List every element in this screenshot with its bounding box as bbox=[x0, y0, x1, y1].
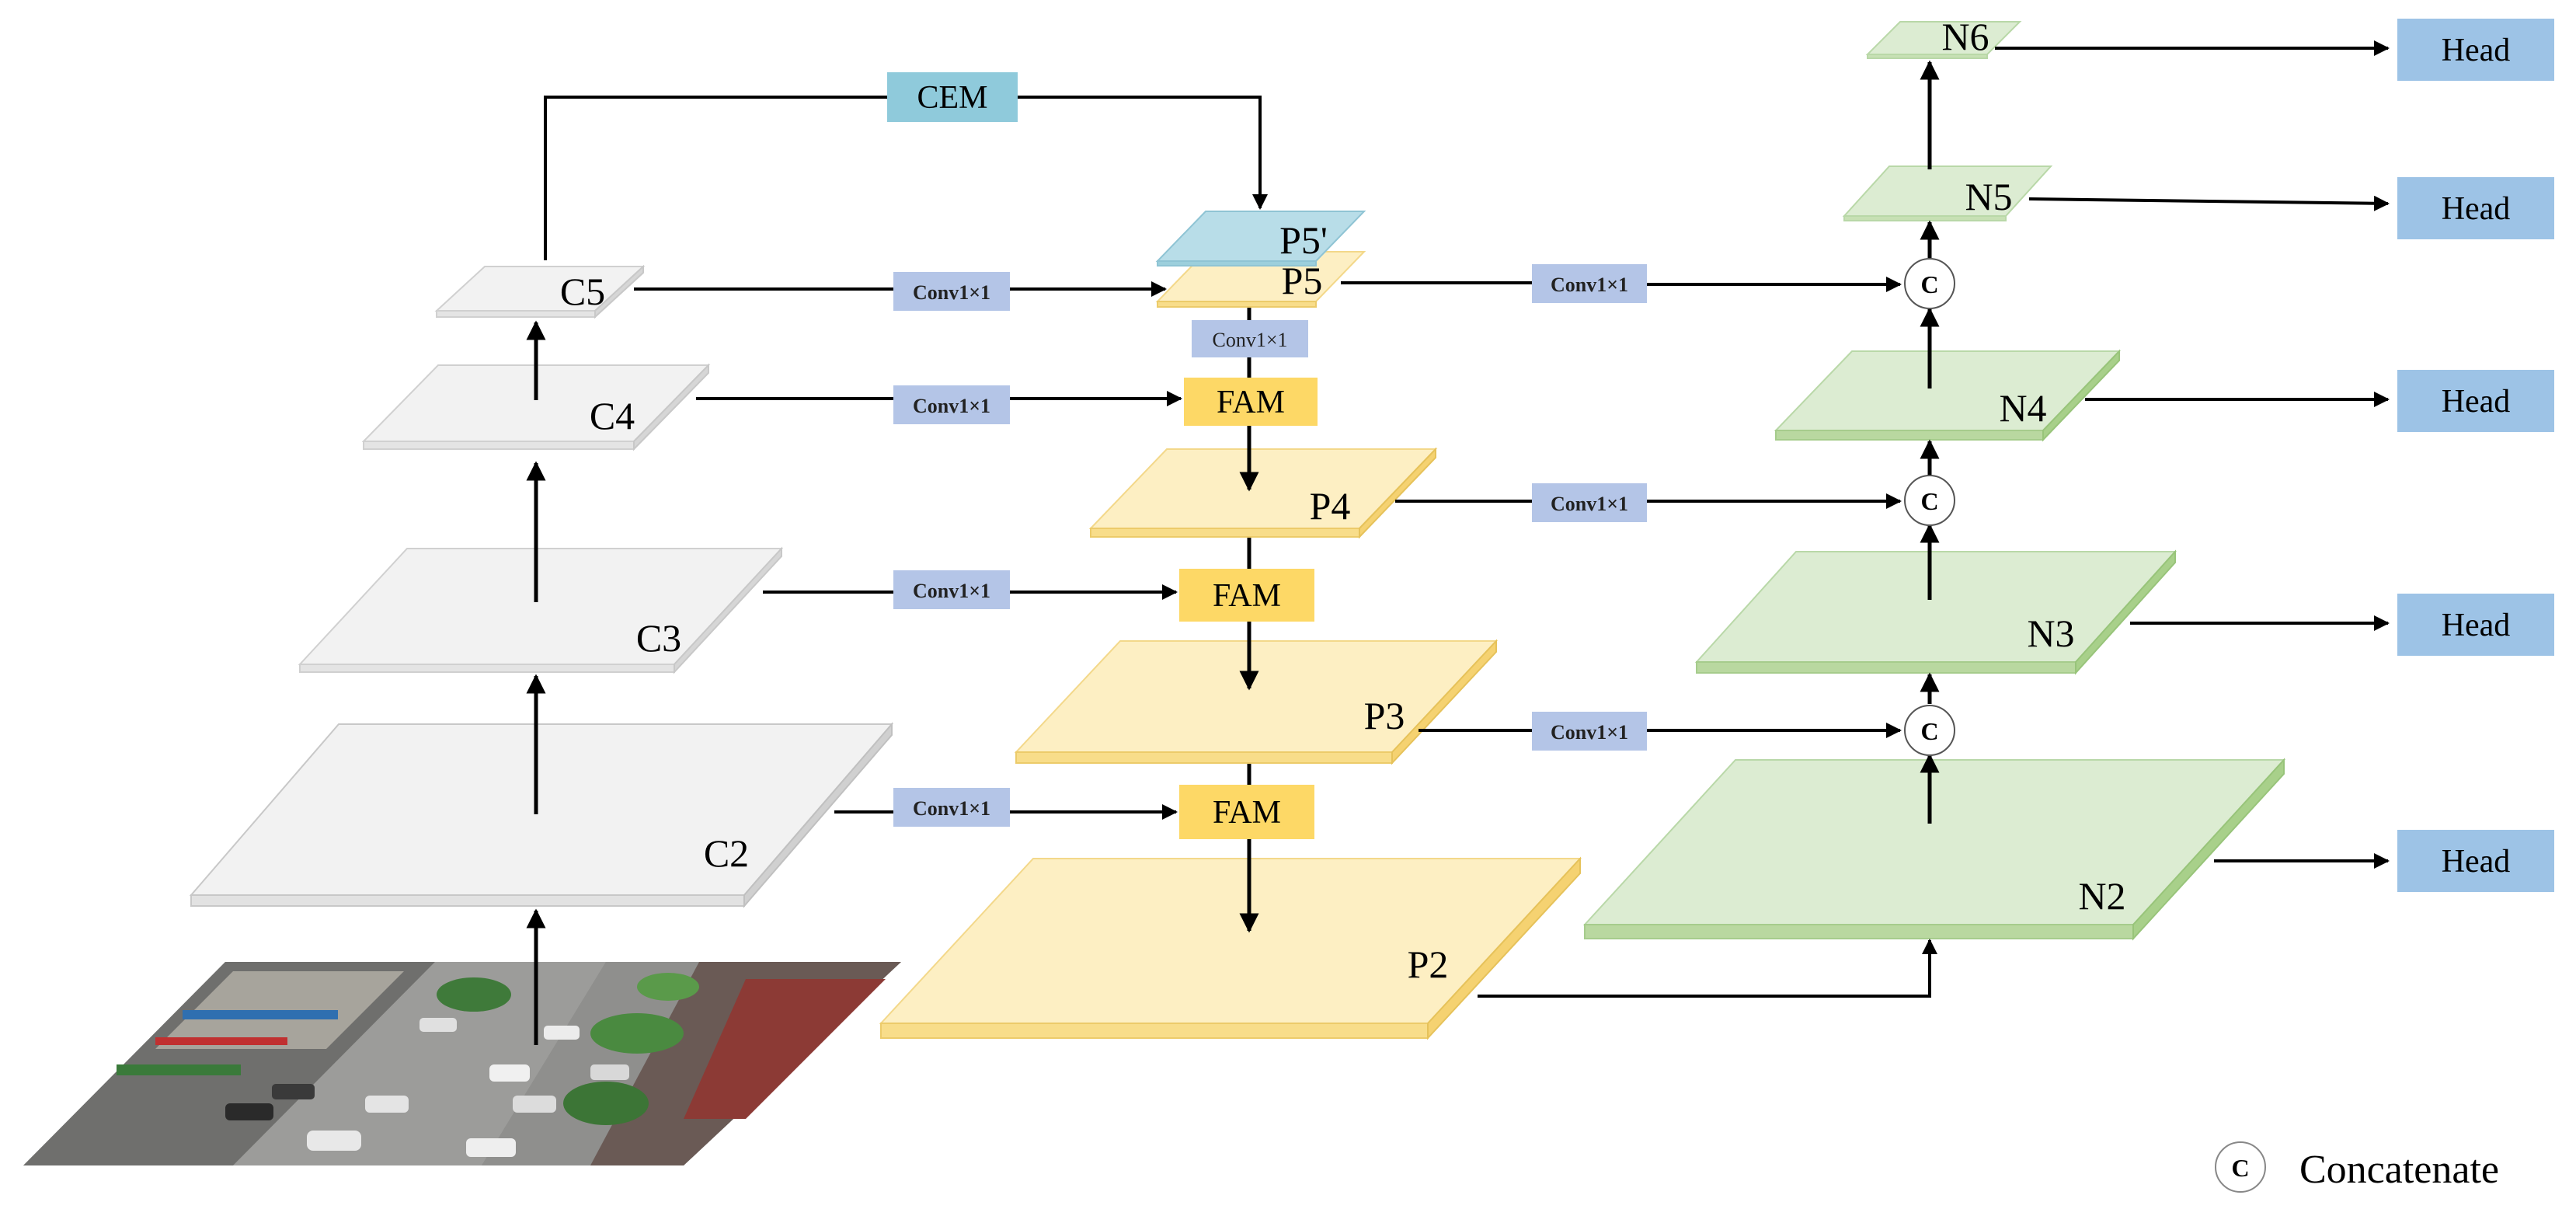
svg-text:Head: Head bbox=[2442, 844, 2511, 880]
svg-text:C: C bbox=[1920, 487, 1938, 515]
lateral-arrows bbox=[634, 281, 1182, 820]
conv-block-c2: Conv1×1 bbox=[893, 788, 1010, 827]
svg-text:Conv1×1: Conv1×1 bbox=[1551, 493, 1628, 515]
c2-layer: C2 bbox=[189, 722, 894, 908]
svg-text:Head: Head bbox=[2442, 384, 2511, 420]
legend-symbol: C bbox=[2231, 1154, 2249, 1182]
p4-label: P4 bbox=[1310, 484, 1351, 528]
cem-path bbox=[544, 96, 1268, 260]
svg-text:FAM: FAM bbox=[1213, 578, 1281, 614]
concat-circle-icon bbox=[2215, 1141, 2266, 1193]
conv-block-c3: Conv1×1 bbox=[893, 570, 1010, 609]
c5-layer: C5 bbox=[434, 264, 646, 319]
conv-block-p5-fam: Conv1×1 bbox=[1192, 320, 1308, 357]
c5-label: C5 bbox=[560, 270, 605, 313]
conv-block-p4: Conv1×1 bbox=[1532, 483, 1647, 522]
head-block-n5: Head bbox=[2397, 177, 2554, 239]
p4-layer: P4 bbox=[1088, 447, 1438, 539]
head-block-n2: Head bbox=[2397, 830, 2554, 892]
head-block-n6: Head bbox=[2397, 19, 2554, 81]
c2-label: C2 bbox=[704, 831, 749, 875]
legend-text: Concatenate bbox=[2299, 1148, 2499, 1192]
svg-text:Conv1×1: Conv1×1 bbox=[1551, 721, 1628, 744]
svg-text:Head: Head bbox=[2442, 33, 2511, 68]
n4-label: N4 bbox=[1999, 386, 2046, 430]
svg-text:Conv1×1: Conv1×1 bbox=[913, 580, 990, 602]
p5prime-layer: P5' bbox=[1155, 211, 1366, 267]
p3-layer: P3 bbox=[1014, 639, 1499, 765]
cem-block: CEM bbox=[887, 72, 1018, 122]
svg-text:Head: Head bbox=[2442, 191, 2511, 227]
svg-text:Conv1×1: Conv1×1 bbox=[913, 281, 990, 304]
concat-icon-n3: C bbox=[1904, 705, 1955, 756]
svg-text:Conv1×1: Conv1×1 bbox=[913, 395, 990, 417]
input-image bbox=[23, 962, 901, 1165]
fam-block-1: FAM bbox=[1184, 378, 1318, 426]
n6-layer: N6 bbox=[1865, 15, 2022, 59]
fam-block-2: FAM bbox=[1179, 569, 1314, 622]
p5prime-label: P5' bbox=[1279, 218, 1328, 262]
svg-text:C: C bbox=[1920, 270, 1938, 298]
n5-layer: N5 bbox=[1842, 165, 2053, 221]
head-arrows bbox=[1995, 40, 2390, 869]
p3-label: P3 bbox=[1364, 694, 1405, 737]
n2-label: N2 bbox=[2078, 874, 2125, 918]
legend: C Concatenate bbox=[2215, 1141, 2499, 1193]
svg-text:FAM: FAM bbox=[1217, 385, 1285, 420]
svg-text:Conv1×1: Conv1×1 bbox=[913, 797, 990, 820]
conv-block-p3: Conv1×1 bbox=[1532, 712, 1647, 751]
n3-label: N3 bbox=[2027, 611, 2074, 655]
p2-layer: P2 bbox=[879, 856, 1582, 1040]
n2-layer: N2 bbox=[1582, 758, 2286, 941]
p-to-n-arrows bbox=[1341, 277, 1937, 998]
conv-block-p5: Conv1×1 bbox=[1532, 264, 1647, 303]
svg-text:C: C bbox=[1920, 717, 1938, 745]
n3-layer: N3 bbox=[1694, 549, 2177, 675]
c4-label: C4 bbox=[590, 394, 635, 437]
c3-label: C3 bbox=[636, 616, 681, 660]
head-block-n4: Head bbox=[2397, 370, 2554, 432]
svg-text:Conv1×1: Conv1×1 bbox=[1212, 329, 1287, 351]
svg-text:Head: Head bbox=[2442, 608, 2511, 643]
conv-block-c4: Conv1×1 bbox=[893, 385, 1010, 424]
c3-layer: C3 bbox=[298, 546, 784, 674]
n6-label: N6 bbox=[1941, 15, 1989, 58]
conv-block-c5: Conv1×1 bbox=[893, 272, 1010, 311]
n4-layer: N4 bbox=[1774, 349, 2122, 442]
fam-block-3: FAM bbox=[1179, 785, 1314, 839]
concat-icon-n5: C bbox=[1904, 258, 1955, 309]
n5-label: N5 bbox=[1965, 175, 2012, 218]
svg-text:Conv1×1: Conv1×1 bbox=[1551, 274, 1628, 296]
p2-label: P2 bbox=[1408, 942, 1449, 986]
concat-icon-n4: C bbox=[1904, 475, 1955, 526]
svg-text:FAM: FAM bbox=[1213, 795, 1281, 831]
cem-label: CEM bbox=[917, 80, 987, 116]
c4-layer: C4 bbox=[361, 363, 711, 451]
head-block-n3: Head bbox=[2397, 594, 2554, 656]
